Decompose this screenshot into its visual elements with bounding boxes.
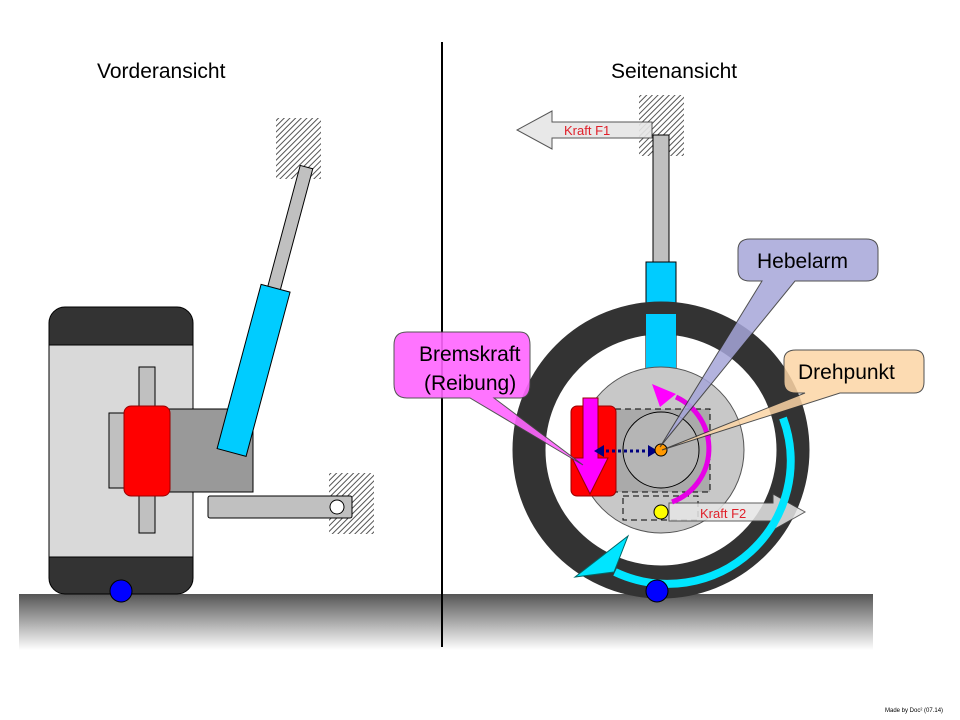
front-view xyxy=(48,118,374,603)
svg-text:Drehpunkt: Drehpunkt xyxy=(798,361,895,384)
credit-text: Made by Doc² (07.14) xyxy=(885,708,943,714)
front-lower-arm xyxy=(207,495,353,519)
lower-joint-outline xyxy=(622,495,699,521)
force-f1-label: Kraft F1 xyxy=(564,123,610,138)
svg-text:Hebelarm: Hebelarm xyxy=(757,250,848,273)
svg-text:Bremskraft: Bremskraft xyxy=(419,343,521,366)
side-strut-rod xyxy=(652,134,670,266)
force-f1-arrow xyxy=(515,110,653,150)
pivot-point xyxy=(654,443,668,457)
lever-arm-callout: Hebelarm xyxy=(659,238,879,448)
left-view-title: Vorderansicht xyxy=(97,60,226,83)
brake-force-arrow xyxy=(571,397,609,496)
front-caliper xyxy=(123,405,171,497)
lower-joint xyxy=(653,504,669,520)
upper-mount-hatch xyxy=(276,118,321,179)
svg-text:(Reibung): (Reibung) xyxy=(424,372,516,395)
brake-force-callout: Bremskraft (Reibung) xyxy=(393,331,584,466)
right-view-title: Seitenansicht xyxy=(611,60,737,83)
side-contact-point xyxy=(645,579,669,603)
front-lower-joint xyxy=(329,499,345,515)
side-view: Kraft F1 Kraft F2 xyxy=(512,95,810,603)
front-contact-point xyxy=(109,579,133,603)
pivot-callout: Drehpunkt xyxy=(661,349,925,451)
front-shock xyxy=(216,283,291,457)
ground xyxy=(19,594,873,650)
front-strut-rod xyxy=(265,164,314,295)
force-f2-label: Kraft F2 xyxy=(700,506,746,521)
